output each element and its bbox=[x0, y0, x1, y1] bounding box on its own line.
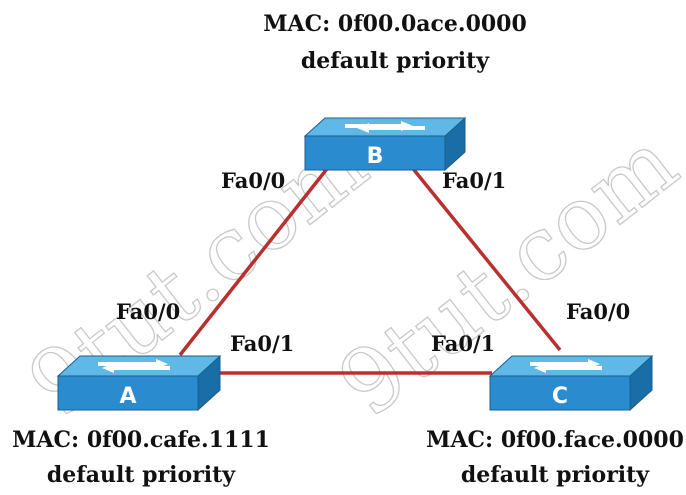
switch-b-letter: B bbox=[367, 144, 384, 169]
switch-a-letter: A bbox=[119, 384, 136, 409]
port-label-c-fa0-0: Fa0/0 bbox=[566, 299, 631, 324]
switch-a-arrows-icon bbox=[98, 359, 170, 373]
switch-b-arrows-icon bbox=[345, 121, 425, 133]
port-label-c-fa0-1: Fa0/1 bbox=[431, 331, 496, 356]
switch-c-letter: C bbox=[552, 384, 568, 409]
link-a-b bbox=[178, 163, 332, 357]
port-label-b-fa0-1: Fa0/1 bbox=[442, 168, 507, 193]
switch-b-mac-label: MAC: 0f00.0ace.0000 bbox=[263, 11, 527, 37]
switch-b-priority-label: default priority bbox=[300, 48, 490, 74]
switch-b-icon: B bbox=[303, 116, 467, 172]
switch-c-priority-label: default priority bbox=[460, 462, 650, 488]
link-b-c bbox=[408, 163, 562, 352]
switch-c-icon: C bbox=[488, 354, 654, 412]
switch-a-icon: A bbox=[56, 354, 222, 412]
port-label-b-fa0-0: Fa0/0 bbox=[221, 168, 286, 193]
switch-c-arrows-icon bbox=[530, 359, 602, 373]
links bbox=[178, 163, 562, 375]
switch-c-mac-label: MAC: 0f00.face.0000 bbox=[426, 427, 684, 453]
port-label-a-fa0-0: Fa0/0 bbox=[116, 299, 181, 324]
port-label-a-fa0-1: Fa0/1 bbox=[230, 331, 295, 356]
switch-a-priority-label: default priority bbox=[46, 462, 236, 488]
switch-a-mac-label: MAC: 0f00.cafe.1111 bbox=[12, 427, 270, 453]
